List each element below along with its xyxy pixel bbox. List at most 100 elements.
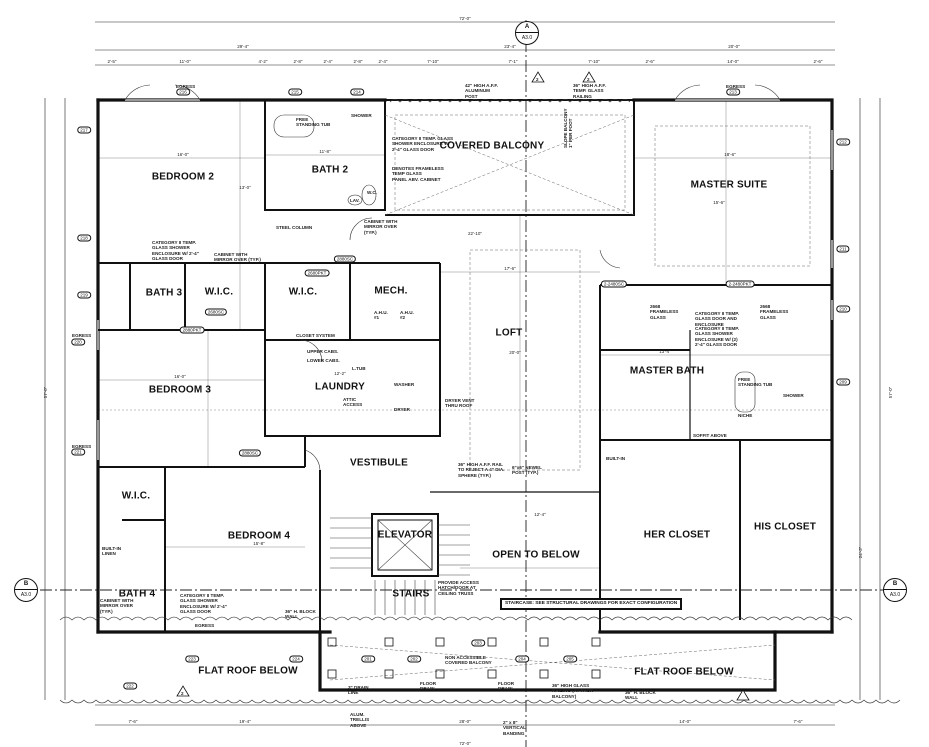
window-tag: 213: [726, 88, 740, 96]
note-egress: EGRESS: [72, 333, 92, 338]
dim-master-bath-width: 13'-4": [659, 349, 671, 354]
dashed-outlines: [329, 114, 811, 681]
door-tag: 2880SC: [238, 449, 262, 457]
note-block-wall-2: 36" H. BLOCK WALL: [625, 690, 656, 701]
revision-number: 2: [181, 691, 184, 696]
note-newel-post: 6"x6" NEWEL POST (TYP.): [512, 465, 542, 476]
dim-right-overall: 57'-0": [888, 386, 894, 399]
window-tag: 211: [836, 245, 850, 253]
window-tag: 217: [77, 126, 91, 134]
note-frameless-3: 2668 FRAMELESS GLASS: [760, 304, 789, 320]
door-tag: 2680SC: [204, 308, 228, 316]
dim-seg: 2'-4": [378, 59, 388, 64]
room-mech: MECH.: [374, 285, 408, 297]
dim-seg: 2'-5": [107, 59, 117, 64]
note-rail-42: 42" HIGH A.F.F. ALUMINUM POST: [465, 83, 498, 99]
note-egress: EGRESS: [176, 84, 196, 89]
dim-seg: 7'-1": [508, 59, 518, 64]
section-letter: A: [516, 22, 538, 33]
dim-bottom: 19'-4": [239, 719, 251, 724]
dim-seg: 11'-0": [179, 59, 191, 64]
window-tag: 210: [836, 305, 850, 313]
dim-bottom: 7'-6": [128, 719, 138, 724]
dim-seg: 7'-10": [427, 59, 439, 64]
window-tag: 203: [471, 639, 485, 647]
room-stairs: STAIRS: [392, 588, 430, 600]
window-tag: 214: [350, 88, 364, 96]
note-dryer: DRYER: [394, 407, 410, 412]
note-master-shower: CATEGORY II TEMP. GLASS SHOWER ENCLOSURE…: [695, 326, 739, 348]
dim-bottom: 14'-0": [679, 719, 691, 724]
note-washer: WASHER: [394, 382, 415, 387]
note-egress: EGRESS: [72, 444, 92, 449]
note-egress: EGRESS: [195, 623, 215, 628]
dim-seg: 2'-4": [323, 59, 333, 64]
note-slope-balcony: SLOPE BALCONY 1" PER FOOT: [563, 108, 574, 148]
dim-seg: 14'-0": [727, 59, 739, 64]
dim-top-left: 29'-4": [237, 44, 249, 49]
note-drain-line: 3" DRAIN LINE: [348, 685, 369, 696]
dim-top-mid: 23'-4": [504, 44, 516, 49]
door-tag: 2880PKT: [179, 326, 205, 334]
room-covered-balcony: COVERED BALCONY: [439, 140, 545, 152]
dim-bedroom2-height: 13'-0": [239, 185, 251, 190]
dim-top-right: 20'-0": [728, 44, 740, 49]
flat-roof-left: FLAT ROOF BELOW: [198, 665, 298, 677]
dimension-lines: [40, 20, 890, 747]
stair-treads: [330, 517, 470, 615]
dim-loft-width: 17'-6": [504, 266, 516, 271]
note-closet-system: CLOSET SYSTEM: [296, 333, 335, 338]
window-tag: 222: [123, 682, 137, 690]
note-rail-36: 36" HIGH A.F.F. TEMP. GLASS RAILING: [573, 83, 606, 99]
dim-open-below-width: 12'-4": [534, 512, 546, 517]
dim-master-width: 18'-6": [724, 152, 736, 157]
room-master-bath: MASTER BATH: [629, 365, 705, 377]
room-elevator: ELEVATOR: [377, 529, 433, 541]
window-tag: 201: [361, 655, 375, 663]
note-bath2-shower: CATEGORY II TEMP. GLASS SHOWER ENCLOSURE…: [392, 136, 454, 152]
dim-balcony-width: 22'-10": [468, 231, 482, 236]
note-frameless-2: 2668 FRAMELESS GLASS: [650, 304, 679, 320]
room-master-suite: MASTER SUITE: [690, 179, 768, 191]
dim-bottom: 28'-0": [459, 719, 471, 724]
flat-roof-right: FLAT ROOF BELOW: [634, 666, 734, 678]
note-block-wall: 36" H. BLOCK WALL: [285, 609, 316, 620]
note-cabinet-mirror-2: CABINET WITH MIRROR OVER (TYP.): [214, 252, 261, 263]
window-tag: 223: [185, 655, 199, 663]
window-tag: 218: [77, 234, 91, 242]
note-lower-cabs: LOWER CABS.: [307, 358, 340, 363]
note-attic-access: ATTIC ACCESS: [343, 397, 363, 408]
dim-bedroom4-width: 15'-8": [253, 541, 265, 546]
window-openings: [97, 99, 833, 460]
room-bath-2: BATH 2: [311, 164, 349, 176]
dim-seg: 7'-10": [588, 59, 600, 64]
room-bedroom-4: BEDROOM 4: [227, 530, 291, 542]
note-rail-36b: 36" HIGH A.F.F. RAIL TO REJECT A 4" DIA.…: [458, 462, 505, 478]
note-l-tub: L.TUB: [352, 366, 366, 371]
note-dryer-vent: DRYER VENT THRU ROOF: [445, 398, 475, 409]
fixture-lav: LAV.: [350, 198, 360, 203]
room-open-to-below: OPEN TO BELOW: [492, 549, 580, 561]
dim-bedroom3-width: 16'-0": [174, 374, 186, 379]
door-tag: 2-2480PKT: [725, 280, 755, 288]
section-sheet: A3.0: [889, 592, 901, 598]
dim-bath2-width: 11'-8": [319, 149, 331, 154]
balcony-posts: [327, 637, 601, 679]
revision-number: 2: [587, 77, 590, 82]
note-access-hatch: PROVIDE ACCESS HATCH/DOOR AT CEILING TRU…: [438, 580, 479, 596]
section-letter: B: [15, 579, 37, 590]
note-soffit: SOFFIT ABOVE: [693, 433, 727, 438]
note-egress: EGRESS: [726, 84, 746, 89]
dim-right-lower: 24'-3": [858, 546, 864, 559]
dim-overall-top: 72'-0": [459, 16, 471, 21]
dim-seg: 4'-2": [258, 59, 268, 64]
note-staircase: STAIRCASE: SEE STRUCTURAL DRAWINGS FOR E…: [500, 598, 683, 610]
room-bath-3: BATH 3: [145, 287, 183, 299]
note-glass-railing: 36" HIGH GLASS RAILING (AT FAUX BALCONY): [552, 683, 593, 699]
dim-seg: 2'-6": [645, 59, 655, 64]
room-wic-2: W.I.C.: [288, 286, 318, 298]
